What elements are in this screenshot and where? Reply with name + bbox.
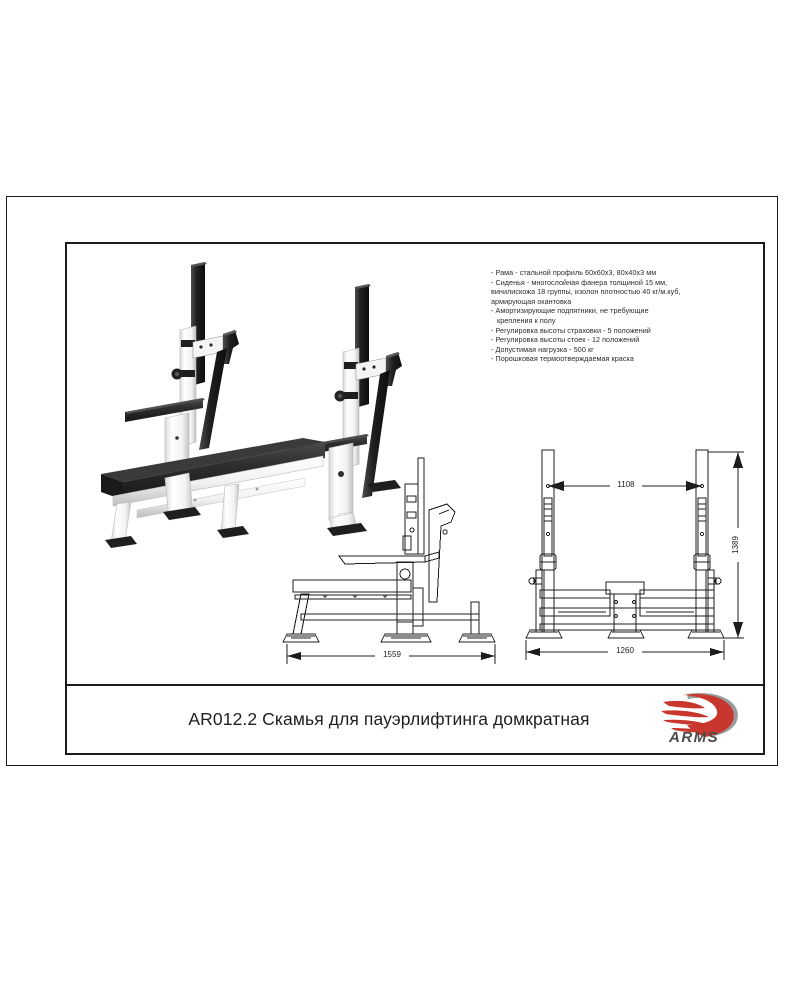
- spec-line-paint: - Порошковая термоотверждаемая краска: [491, 354, 634, 364]
- j-hook-left: [223, 330, 239, 364]
- spec-line-seat-2: винилискожа 18 группы, изолон плотностью…: [491, 287, 681, 297]
- logo-wordmark: ARMS: [669, 728, 720, 746]
- safety-arm-right: [362, 370, 390, 498]
- upright-carriage-left: [171, 325, 224, 448]
- dimension-front-width: 1260: [525, 640, 725, 660]
- side-view-feet: [282, 633, 496, 643]
- dimension-label-height: 1389: [731, 536, 740, 554]
- logo-red-body: [683, 693, 734, 737]
- front-view-upright-right: [693, 449, 722, 633]
- spec-line-seat-3: армирующая окантовка: [491, 296, 572, 306]
- cad-front-view: 1108 1389: [522, 442, 757, 672]
- logo-feather-1: [663, 700, 705, 708]
- front-view-feet: [525, 629, 725, 639]
- dimension-label-front-width: 1260: [616, 646, 634, 655]
- spec-line-seat: - Сиденья - многослойная фанера толщиной…: [491, 277, 668, 287]
- spec-line-max-load: - Допустимая нагрузка - 500 кг: [491, 344, 594, 354]
- logo-feather-4: [671, 727, 707, 732]
- dimension-label-upright-spacing: 1108: [617, 480, 635, 489]
- rubber-feet: [105, 480, 401, 548]
- dimension-height: 1389: [708, 451, 744, 639]
- safety-arm-left: [199, 348, 227, 450]
- logo-feather-2: [661, 709, 709, 717]
- front-view-upright-left: [528, 449, 557, 633]
- side-view-top-plate: [338, 551, 440, 565]
- cad-side-view: 1559: [279, 452, 509, 672]
- spec-line-feet: - Амортизирующие подпятники, не требующи…: [491, 306, 649, 316]
- front-view-stretchers: [539, 589, 715, 631]
- bar-catch-left: [125, 398, 205, 422]
- side-view-post: [402, 457, 425, 555]
- side-view-bench-rail: [292, 579, 412, 600]
- dimension-label-side-width: 1559: [383, 650, 401, 659]
- j-hook-right: [386, 352, 402, 386]
- spec-line-frame: - Рама - стальной профиль 60х60х3, 80х40…: [491, 268, 657, 277]
- front-view-bench-center: [605, 581, 645, 633]
- side-view-safety-arm: [428, 503, 456, 603]
- dimension-upright-spacing: 1108: [548, 478, 702, 491]
- spec-line-safety-adjust: - Регулировка высоты страховки - 5 полож…: [491, 325, 651, 335]
- side-view-lower-rail: [300, 613, 480, 621]
- drawing-sheet-frame: 1559: [65, 242, 765, 755]
- side-view-center-column: [396, 561, 424, 627]
- specification-list: - Рама - стальной профиль 60х60х3, 80х40…: [491, 268, 759, 364]
- spec-line-rack-adjust: - Регулировка высоты стоек - 12 положени…: [491, 335, 640, 345]
- spec-line-feet-2: крепления к полу: [497, 315, 556, 325]
- logo-feather-3: [663, 719, 709, 725]
- product-photo-isometric: [77, 252, 477, 557]
- drawing-area: 1559: [67, 244, 763, 684]
- page-title: AR012.2 Скамья для пауэрлифтинга домкрат…: [188, 709, 590, 729]
- title-block: AR012.2 Скамья для пауэрлифтинга домкрат…: [67, 684, 763, 753]
- dimension-side-width: 1559: [286, 644, 496, 664]
- arms-logo: ARMS: [657, 690, 757, 750]
